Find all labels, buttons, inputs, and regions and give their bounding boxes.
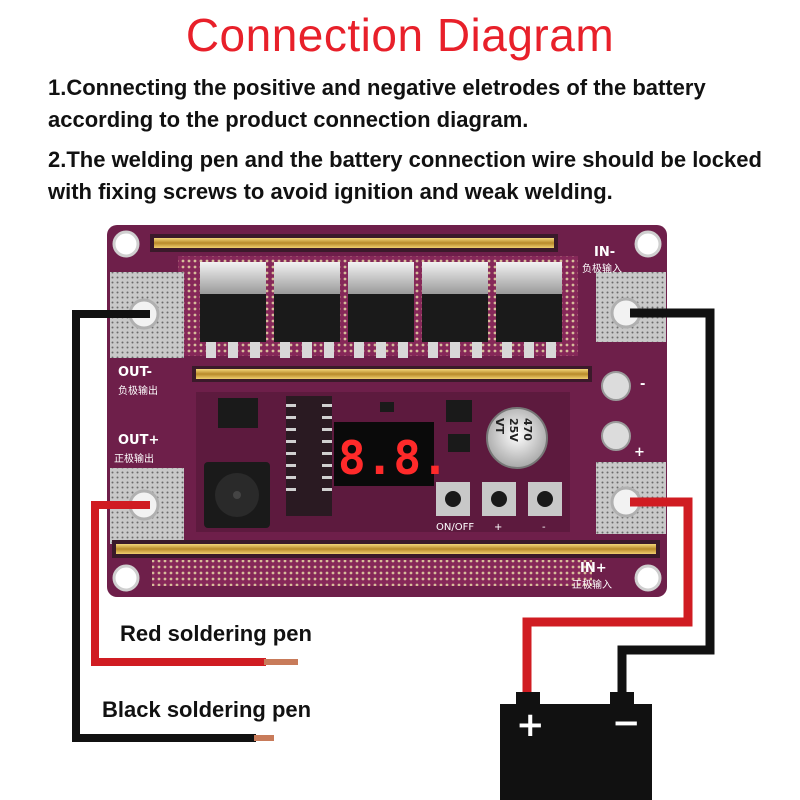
black-pen-label: Black soldering pen: [102, 697, 312, 722]
out-plus-cn-label: 正极输出: [114, 452, 154, 465]
mosfet-array: [200, 262, 562, 358]
terminal-plus-mark: +: [634, 445, 645, 460]
display-readout: 8.8.: [338, 431, 449, 485]
capacitor-line-1: 470: [521, 418, 534, 441]
capacitor-line-3: VT: [493, 418, 506, 435]
page-title: Connection Diagram: [185, 9, 615, 61]
in-plus-cn-label: 正极输入: [572, 578, 612, 591]
out-plus-label: OUT+: [118, 433, 159, 448]
battery-plus: +: [516, 705, 545, 745]
red-pen-wire: [91, 501, 266, 666]
instruction-1: 1.Connecting the positive and negative e…: [48, 75, 706, 132]
seven-segment-display: [334, 422, 434, 486]
out-minus-cn-label: 负极输出: [118, 384, 158, 397]
control-buttons: [436, 482, 562, 516]
black-battery-wire: [617, 308, 715, 700]
in-minus-screw: [601, 371, 631, 401]
plus-label: +: [494, 522, 502, 533]
in-plus-label: IN+: [580, 561, 607, 576]
on-off-label: ON/OFF: [436, 522, 474, 533]
in-minus-cn-label: 负极输入: [582, 262, 622, 275]
black-pen-wire: [72, 310, 256, 742]
minus-label: -: [542, 522, 546, 533]
battery: + −: [500, 692, 652, 800]
black-pen-tip: [254, 735, 274, 741]
red-pen-tip: [264, 659, 298, 665]
instruction-2: 2.The welding pen and the battery connec…: [48, 147, 762, 204]
battery-minus: −: [612, 703, 641, 743]
in-minus-label: IN-: [594, 245, 615, 260]
controller-chip: [218, 398, 258, 428]
mounting-holes: [112, 230, 662, 592]
red-pen-label: Red soldering pen: [120, 621, 312, 646]
capacitor: 470 25V VT: [486, 407, 548, 469]
red-battery-wire: [522, 497, 693, 700]
terminal-minus-mark: -: [640, 377, 645, 392]
out-minus-label: OUT-: [118, 365, 152, 380]
in-plus-screw: [601, 421, 631, 451]
capacitor-line-2: 25V: [507, 418, 520, 442]
